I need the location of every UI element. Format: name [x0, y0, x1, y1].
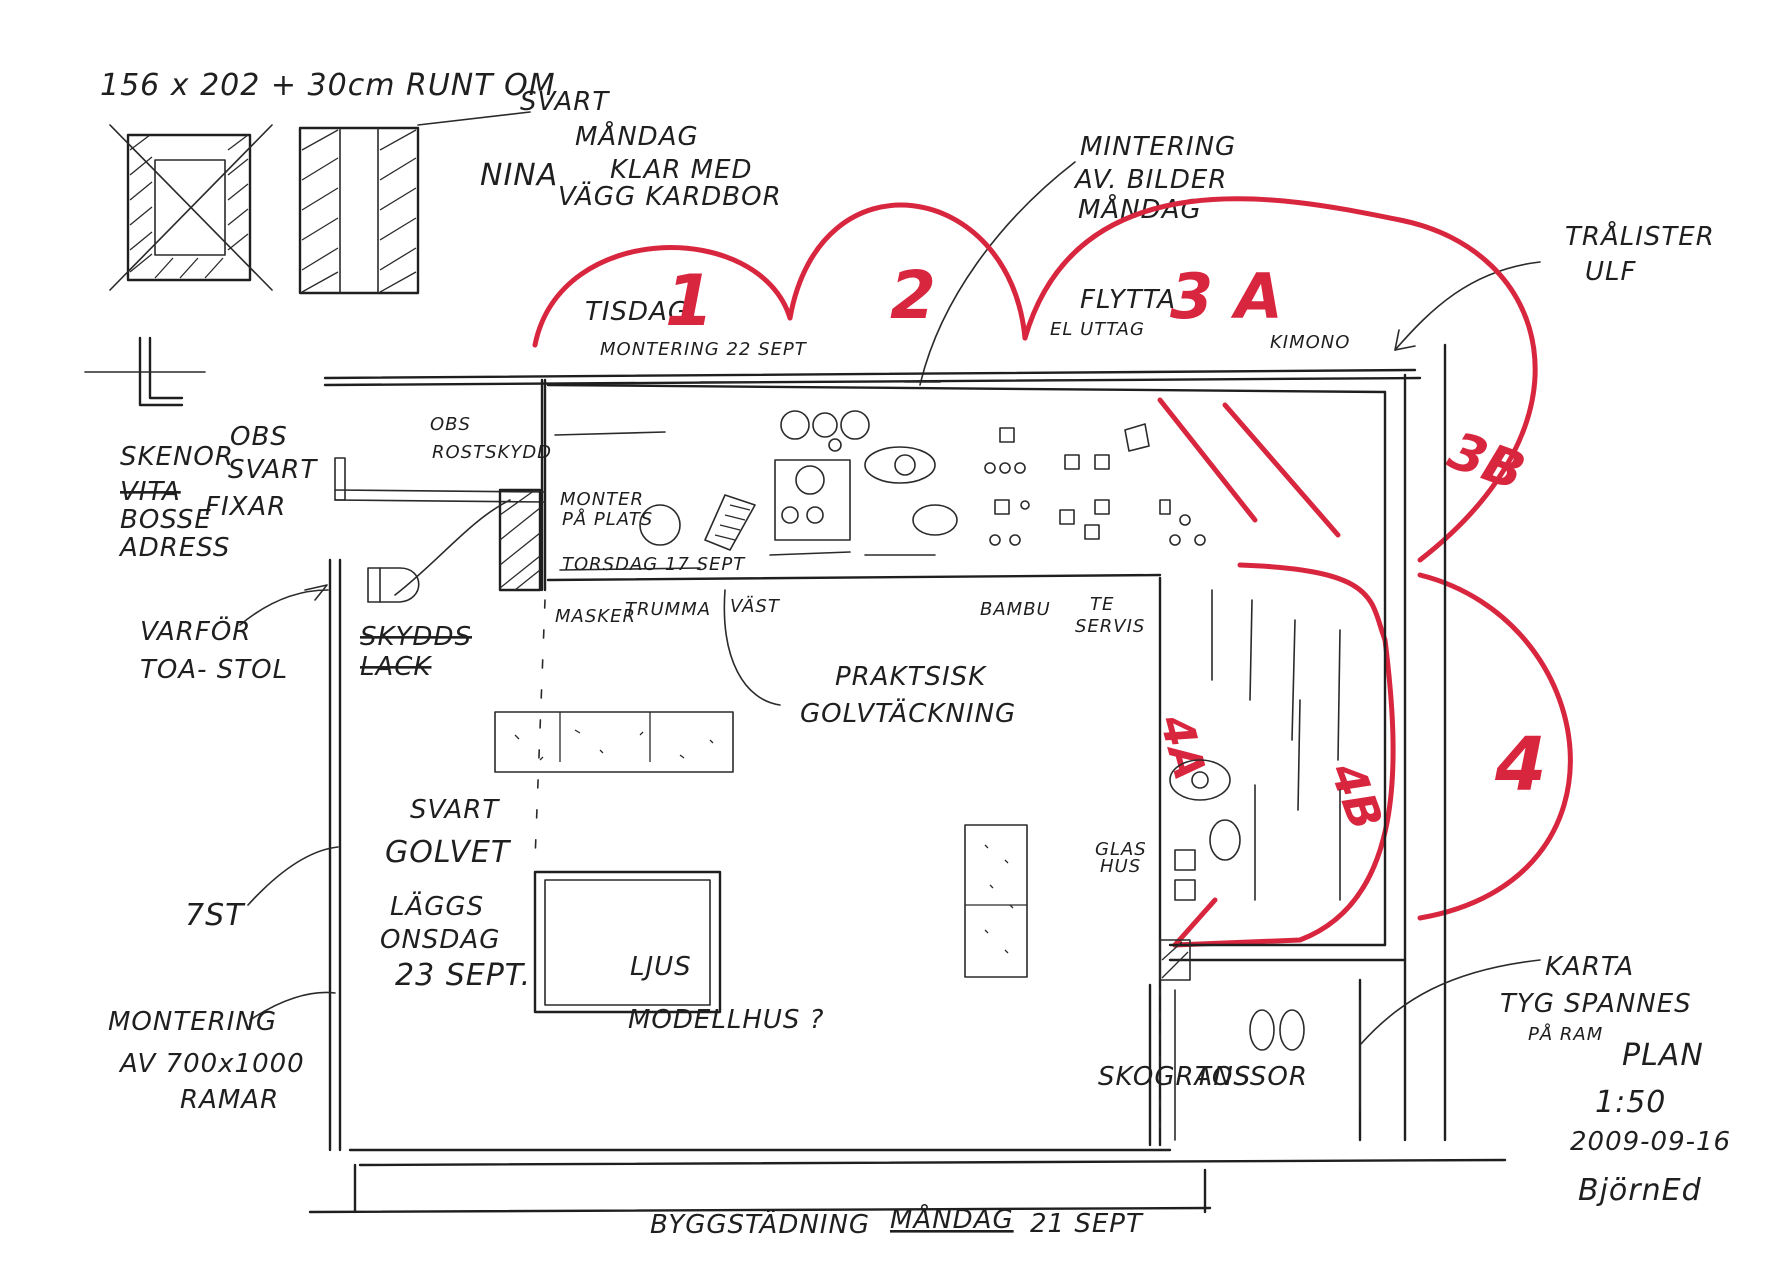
svart-golvet-line2: GOLVET: [385, 835, 512, 870]
te-line2: SERVIS: [1075, 616, 1145, 637]
bambu-label: BAMBU: [980, 599, 1051, 620]
skydds-line1: SKYDDS: [360, 622, 472, 652]
tisdag-note: TISDAG: [585, 297, 689, 327]
klar-med-note: KLAR MED: [610, 155, 753, 185]
montering-bilder-leader: [919, 161, 1076, 386]
skydds-line2: LACK: [360, 652, 432, 682]
fixar-note: FIXAR: [205, 492, 286, 522]
zone-cloud: [532, 196, 1573, 948]
zone-label-3a: 3 A: [1170, 260, 1283, 333]
leader-lines: [239, 499, 1541, 1046]
te-line1: TE: [1090, 594, 1114, 615]
tralister-line1: TRÅLISTER: [1565, 220, 1715, 252]
vita-note: VITA: [120, 477, 181, 507]
scale-label: 1:50: [1595, 1085, 1666, 1120]
flytta-line1: FLYTTA: [1080, 285, 1176, 315]
obs-line2: ROSTSKYDD: [432, 442, 552, 463]
svart-golvet-line1: SVART: [410, 795, 500, 825]
varfor-line1: VARFÖR: [140, 615, 251, 647]
montering-bilder-line3: MÅNDAG: [1078, 193, 1202, 225]
zone-label-2: 2: [890, 257, 936, 334]
flytta-line2: EL UTTAG: [1050, 319, 1145, 340]
display-objects: [367, 379, 1361, 1111]
plan-label: PLAN: [1622, 1038, 1704, 1073]
floor-plan-walls: [308, 343, 1507, 1214]
byggstadning-line2: MÅNDAG: [890, 1203, 1014, 1235]
byggstadning-line3: 21 SEPT: [1030, 1209, 1144, 1239]
glas-line2: HUS: [1100, 856, 1141, 877]
laggs-line3: 23 SEPT.: [395, 958, 531, 993]
nina-note: NINA: [480, 158, 558, 193]
varfor-line2: TOA- STOL: [140, 655, 288, 685]
tralister-line2: ULF: [1585, 257, 1637, 287]
tralister-arrow-icon: [1394, 329, 1416, 351]
trumma-label: TRUMMA: [625, 599, 711, 620]
tralister-leader: [1394, 261, 1541, 351]
montering-ramar-line1: MONTERING: [108, 1007, 277, 1037]
skograns-label: SKOGRANS: [1098, 1062, 1251, 1092]
obs-svart-line2: SVART: [228, 455, 318, 485]
adress-note: ADRESS: [118, 533, 230, 563]
obs-line1: OBS: [430, 414, 471, 435]
ljus-label: LJUS: [630, 952, 692, 982]
kimono-note: KIMONO: [1270, 332, 1350, 353]
laggs-line1: LÄGGS: [390, 890, 484, 922]
skenor-note: SKENOR: [120, 442, 234, 472]
masker-label: MASKER: [555, 606, 636, 627]
monter-line1: MONTER: [560, 489, 644, 510]
montering-22-note: MONTERING 22 SEPT: [600, 339, 808, 360]
tossor-label: TOSSOR: [1195, 1062, 1308, 1092]
date-label: 2009-09-16: [1570, 1127, 1731, 1157]
monter-line2: PÅ PLATS: [562, 508, 653, 530]
vast-label: VÄST: [730, 596, 781, 617]
bosse-note: BOSSE: [120, 505, 212, 535]
seven-st-note: 7ST: [185, 898, 246, 933]
byggstadning-line1: BYGGSTÄDNING: [650, 1208, 870, 1240]
author-signature: BjörnEd: [1578, 1173, 1702, 1208]
torsdag-note: TORSDAG 17 SEPT: [562, 554, 746, 575]
glas-line1: GLAS: [1095, 839, 1147, 860]
vagg-kardbor-note: VÄGG KARDBOR: [558, 180, 782, 212]
karta-line3: PÅ RAM: [1528, 1023, 1603, 1045]
montering-ramar-line2: AV 700x1000: [118, 1049, 305, 1079]
montering-bilder-line2: AV. BILDER: [1073, 165, 1227, 195]
zone-label-4b: 4B: [1319, 754, 1393, 836]
zone-label-3b: 3B: [1441, 421, 1533, 503]
svart-note: SVART: [520, 87, 610, 117]
praktisk-line1: PRAKTSISK: [835, 662, 987, 692]
laggs-line2: ONSDAG: [380, 925, 500, 955]
zone-label-4: 4: [1494, 722, 1547, 808]
karta-line1: KARTA: [1545, 952, 1634, 982]
modellhus-label: MODELLHUS ?: [628, 1005, 824, 1035]
mandag-note: MÅNDAG: [575, 120, 699, 152]
frame-detail-sketch: [84, 111, 531, 407]
karta-line2: TYG SPANNES: [1500, 989, 1692, 1019]
obs-svart-line1: OBS: [230, 422, 288, 452]
montering-ramar-line3: RAMAR: [180, 1085, 279, 1115]
montering-bilder-line1: MINTERING: [1080, 132, 1236, 162]
dimension-note: 156 x 202 + 30cm RUNT OM: [100, 68, 556, 103]
zone-label-1: 1: [665, 260, 714, 342]
praktisk-line2: GOLVTÄCKNING: [800, 697, 1016, 729]
